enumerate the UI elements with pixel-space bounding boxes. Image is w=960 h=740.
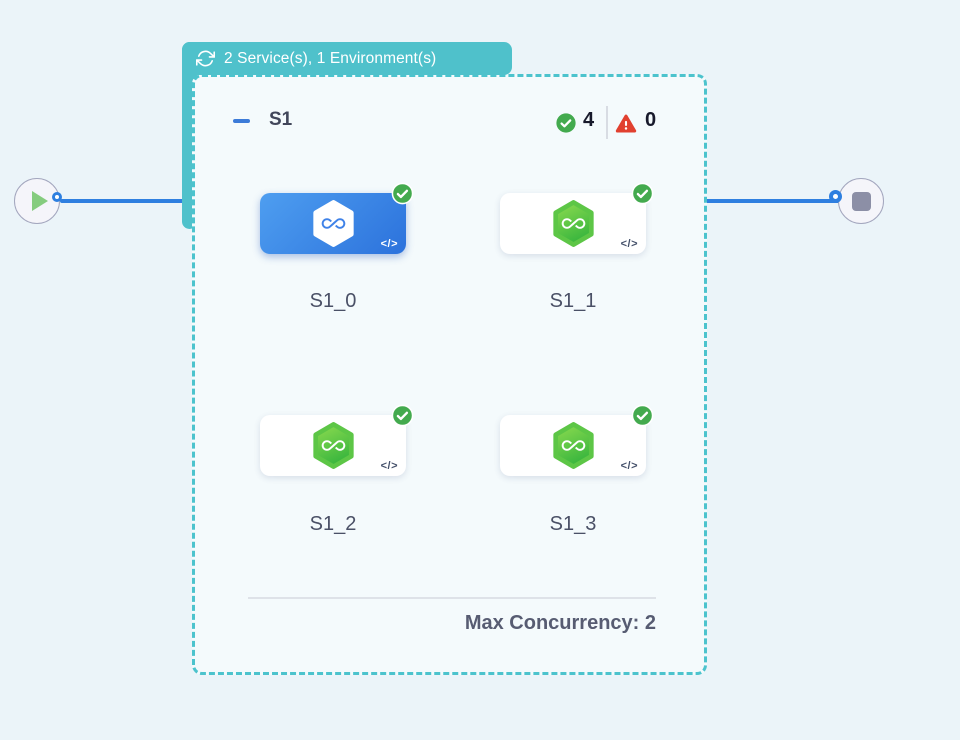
success-check-badge (391, 404, 414, 427)
code-glyph: </> (620, 238, 638, 250)
success-count-icon (555, 112, 577, 134)
code-glyph: </> (380, 238, 398, 250)
minus-icon (233, 119, 250, 123)
service-card-s1-3[interactable]: </> (500, 404, 654, 476)
footer-divider (248, 597, 656, 599)
loop-strategy-badge[interactable]: 2 Service(s), 1 Environment(s) (182, 42, 512, 75)
service-hexagon-icon (551, 199, 596, 248)
service-label-s1-0: S1_0 (309, 290, 357, 312)
service-hexagon-icon (311, 199, 356, 248)
stage-status-cluster: 4 0 (555, 105, 665, 139)
service-label-s1-3: S1_3 (549, 513, 597, 535)
service-hexagon-icon (311, 421, 356, 470)
code-glyph: </> (380, 460, 398, 472)
pipeline-end-node[interactable] (838, 178, 884, 224)
success-count: 4 (583, 109, 595, 131)
success-check-badge (631, 404, 654, 427)
end-node-port (829, 190, 842, 203)
code-glyph: </> (620, 460, 638, 472)
service-card-s1-0[interactable]: </> (260, 182, 414, 254)
start-node-port (52, 192, 62, 202)
service-label-s1-1: S1_1 (549, 290, 597, 312)
edge-stage-to-end (704, 199, 840, 203)
collapse-stage-button[interactable] (233, 111, 263, 131)
stage-title: S1 (269, 109, 293, 130)
edge-start-to-stage (60, 199, 193, 203)
pipeline-start-node[interactable] (14, 178, 60, 224)
service-label-s1-2: S1_2 (309, 513, 357, 535)
max-concurrency-label: Max Concurrency: 2 (464, 612, 656, 634)
service-card-s1-1[interactable]: </> (500, 182, 654, 254)
loop-badge-label: 2 Service(s), 1 Environment(s) (224, 49, 437, 67)
service-hexagon-icon (551, 421, 596, 470)
service-card-s1-2[interactable]: </> (260, 404, 414, 476)
play-icon (31, 191, 48, 211)
success-check-badge (391, 182, 414, 205)
loop-icon (196, 50, 215, 67)
stop-icon (851, 191, 871, 211)
stage-box-s1: S1 4 0 </> (192, 74, 707, 675)
success-check-badge (631, 182, 654, 205)
error-count: 0 (645, 109, 657, 131)
status-divider (606, 106, 608, 139)
error-count-icon (615, 114, 637, 133)
